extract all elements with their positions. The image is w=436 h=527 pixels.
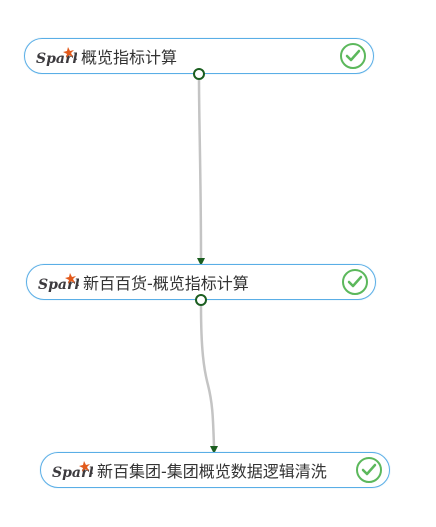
spark-logo-icon: Spark xyxy=(38,273,79,293)
node-label: 新百百货-概览指标计算 xyxy=(83,274,249,293)
success-check-icon xyxy=(342,269,368,295)
edge-node1-to-node2 xyxy=(197,79,203,259)
output-port[interactable] xyxy=(193,68,205,80)
success-check-icon xyxy=(356,457,382,483)
node-label: 概览指标计算 xyxy=(81,48,178,67)
node-label: 新百集团-集团概览数据逻辑清洗 xyxy=(97,462,327,481)
workflow-node-xinbai-group-data-cleaning[interactable]: Spark 新百集团-集团概览数据逻辑清洗 xyxy=(40,452,390,488)
output-port[interactable] xyxy=(195,294,207,306)
success-check-icon xyxy=(340,43,366,69)
spark-logo-icon: Spark xyxy=(52,461,93,481)
edge-node2-to-node3 xyxy=(199,305,216,447)
spark-logo-icon: Spark xyxy=(36,47,77,67)
